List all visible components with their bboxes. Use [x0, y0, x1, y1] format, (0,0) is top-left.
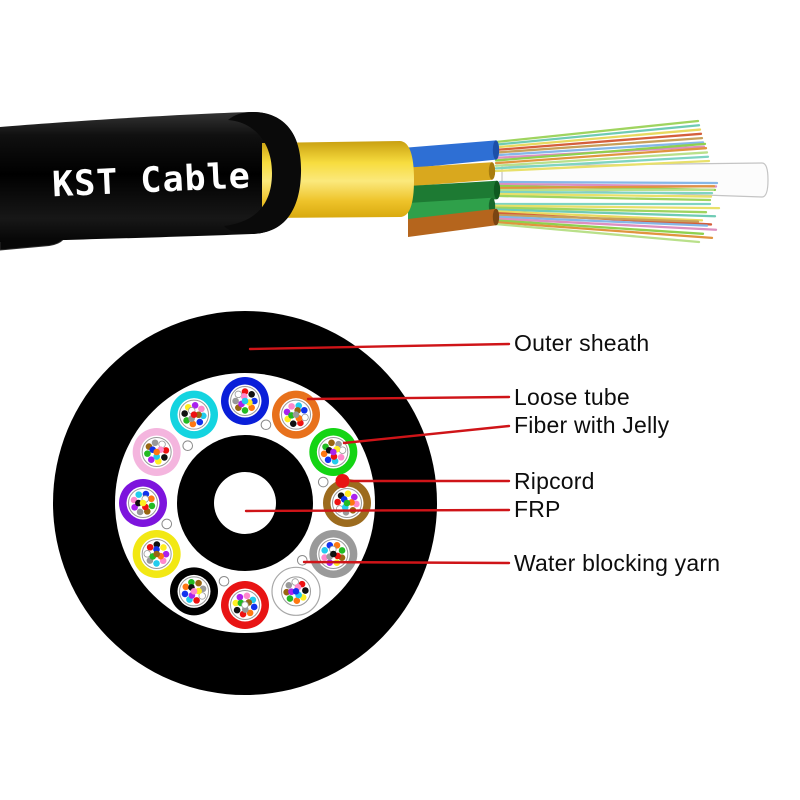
- loose-tube-yellow: [132, 530, 181, 578]
- loose-tube-black: [170, 567, 218, 616]
- label-outer-sheath: Outer sheath: [514, 330, 650, 356]
- cable-cut-edge: [224, 112, 302, 234]
- loose-tube-violet: [119, 479, 167, 527]
- water-blocking-yarns: [161, 419, 329, 587]
- label-fiber-with-jelly: Fiber with Jelly: [514, 412, 670, 438]
- label-water-blocking-yarn: Water blocking yarn: [514, 550, 721, 576]
- loose-tube-blue: [221, 377, 269, 425]
- label-ripcord: Ripcord: [514, 468, 595, 494]
- loose-tube-white: [271, 566, 321, 616]
- loose-tube-red: [221, 581, 269, 629]
- loose-tube-aqua: [170, 390, 218, 439]
- label-loose-tube: Loose tube: [514, 384, 630, 410]
- cable-brand-text: KST Cable: [51, 156, 251, 205]
- loose-tubes: [119, 377, 371, 629]
- loose-tube-green: [309, 428, 358, 476]
- frp-center-circle: [214, 472, 276, 534]
- cable-photo: KST Cable: [0, 112, 769, 251]
- label-frp: FRP: [514, 496, 561, 522]
- loose-tube-rose: [132, 428, 181, 476]
- ripcord-dot: [335, 474, 350, 488]
- callout-lines: [244, 342, 511, 565]
- loose-tube-orange: [272, 390, 320, 439]
- loose-tube-slate: [309, 530, 358, 578]
- cross-section-diagram: [53, 311, 437, 695]
- cable-body: [0, 112, 302, 242]
